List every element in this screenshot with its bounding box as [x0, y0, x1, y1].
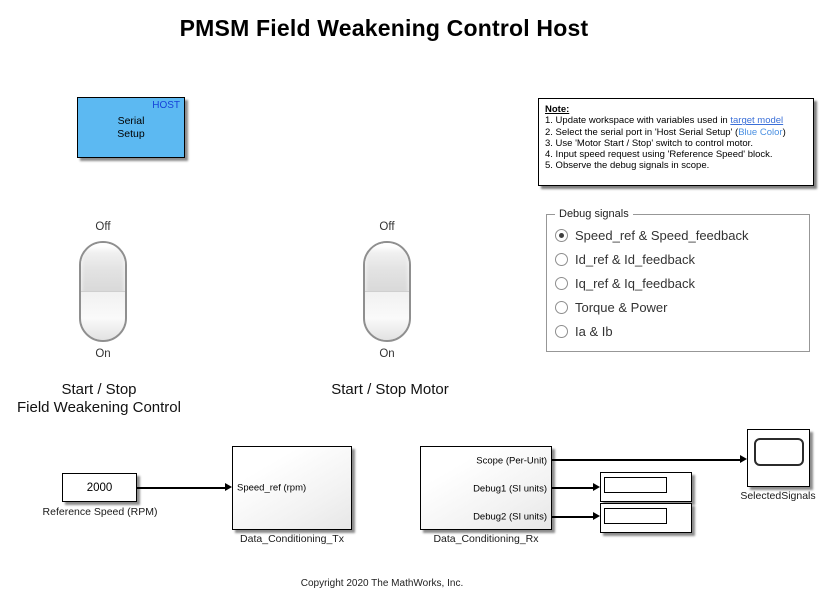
- radio-option-ia-ib[interactable]: Ia & Ib: [555, 319, 801, 343]
- switch-bottom-half: [365, 292, 409, 340]
- switch-bottom-half: [81, 292, 125, 340]
- display-value-field: [604, 477, 667, 493]
- reference-speed-block[interactable]: 2000: [62, 473, 137, 502]
- scope-block[interactable]: [747, 429, 810, 487]
- switch-top-half: [81, 243, 125, 292]
- arrowhead-icon: [740, 455, 747, 463]
- switch-fw-name: Start / Stop Field Weakening Control: [17, 381, 181, 416]
- rx-debug1-port-label: Debug1 (SI units): [473, 483, 547, 495]
- radio-button-icon[interactable]: [555, 252, 568, 266]
- note-line-1: 1. Update workspace with variables used …: [545, 115, 784, 127]
- radio-button-icon[interactable]: [555, 300, 568, 314]
- display-value-field: [604, 508, 667, 524]
- signal-wire-speed-ref[interactable]: [137, 487, 225, 489]
- radio-button-icon[interactable]: [555, 228, 568, 242]
- note-line-3: 3. Use 'Motor Start / Stop' switch to co…: [545, 137, 753, 149]
- rx-scope-port-label: Scope (Per-Unit): [476, 455, 547, 467]
- target-model-link[interactable]: target model: [730, 115, 784, 127]
- debug-signals-legend: Debug signals: [559, 208, 629, 220]
- rx-debug2-port-label: Debug2 (SI units): [473, 511, 547, 523]
- display-block-debug1[interactable]: [600, 472, 692, 502]
- radio-button-icon[interactable]: [555, 324, 568, 338]
- switch-fw-on-label: On: [95, 348, 111, 360]
- model-title: PMSM Field Weakening Control Host: [179, 15, 589, 41]
- display-block-debug2[interactable]: [600, 503, 692, 533]
- serial-setup-block-label: Serial Setup: [117, 114, 145, 140]
- radio-option-speed[interactable]: Speed_ref & Speed_feedback: [555, 223, 801, 247]
- switch-fw-off-label: Off: [95, 221, 111, 233]
- debug-signals-group: Debug signals Speed_ref & Speed_feedback…: [546, 208, 810, 352]
- note-line-2: 2. Select the serial port in 'Host Seria…: [545, 126, 786, 138]
- reference-speed-name: Reference Speed (RPM): [42, 506, 158, 518]
- tx-input-port-label: Speed_ref (rpm): [237, 482, 307, 494]
- radio-option-iq[interactable]: Iq_ref & Iq_feedback: [555, 271, 801, 295]
- signal-wire-debug1[interactable]: [552, 487, 593, 489]
- host-tag-label: HOST: [152, 100, 180, 111]
- arrowhead-icon: [593, 483, 600, 491]
- radio-option-torque-power[interactable]: Torque & Power: [555, 295, 801, 319]
- rocker-switch-motor[interactable]: [363, 241, 411, 342]
- radio-option-id[interactable]: Id_ref & Id_feedback: [555, 247, 801, 271]
- arrowhead-icon: [593, 512, 600, 520]
- reference-speed-value: 2000: [86, 481, 113, 494]
- note-heading: Note:: [545, 104, 570, 115]
- data-conditioning-rx-block[interactable]: Scope (Per-Unit) Debug1 (SI units) Debug…: [420, 446, 552, 530]
- switch-motor-name: Start / Stop Motor: [331, 381, 449, 398]
- arrowhead-icon: [225, 483, 232, 491]
- data-conditioning-rx-name: Data_Conditioning_Rx: [433, 533, 539, 545]
- switch-motor-off-label: Off: [379, 221, 395, 233]
- rocker-switch-field-weakening[interactable]: [79, 241, 127, 342]
- scope-screen-icon: [754, 438, 804, 466]
- data-conditioning-tx-block[interactable]: Speed_ref (rpm): [232, 446, 352, 530]
- switch-motor-on-label: On: [379, 348, 395, 360]
- signal-wire-debug2[interactable]: [552, 516, 593, 518]
- radio-button-icon[interactable]: [555, 276, 568, 290]
- switch-top-half: [365, 243, 409, 292]
- note-annotation-box: Note: 1. Update workspace with variables…: [538, 98, 814, 186]
- copyright-text: Copyright 2020 The MathWorks, Inc.: [300, 578, 464, 589]
- signal-wire-scope[interactable]: [552, 459, 740, 461]
- scope-block-name: SelectedSignals: [740, 490, 816, 502]
- note-line-5: 5. Observe the debug signals in scope.: [545, 160, 710, 172]
- host-serial-setup-block[interactable]: HOST Serial Setup: [77, 97, 185, 158]
- note-line-4: 4. Input speed request using 'Reference …: [545, 149, 773, 161]
- data-conditioning-tx-name: Data_Conditioning_Tx: [240, 533, 344, 545]
